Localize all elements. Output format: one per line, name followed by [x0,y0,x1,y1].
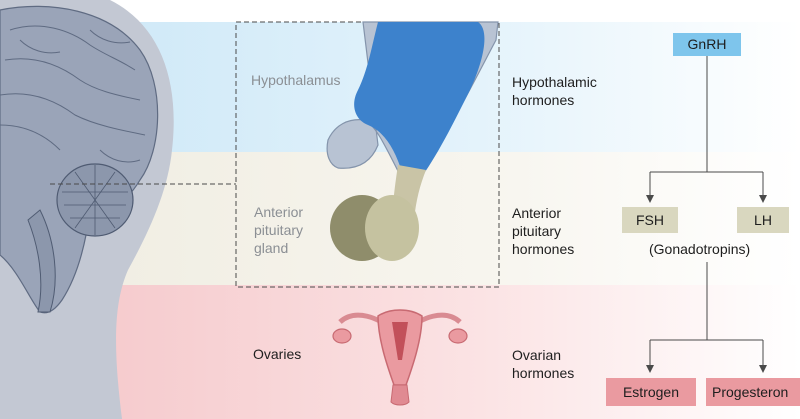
hypothalamus-region-icon [354,22,485,172]
fsh-box: FSH [622,207,678,233]
brain-folds-icon [0,25,146,163]
ovarian-hormones-label: Ovarian hormones [512,347,575,381]
posterior-pituitary-icon [365,195,419,261]
hypothalamus-label: Hypothalamus [251,72,341,88]
pituitary-hormones-label: Anterior pituitary hormones [512,205,575,257]
gnrh-box: GnRH [673,33,741,56]
lh-box: LH [737,207,789,233]
flow-arrowheads [646,195,767,373]
hypothalamic-hormones-label: Hypothalamic hormones [512,74,597,108]
progesterone-box: Progesteron [706,378,800,406]
gonadotropins-label: (Gonadotropins) [649,241,751,257]
uterus-icon [332,309,468,406]
estrogen-box: Estrogen [606,378,696,406]
anterior-pituitary-label: Anterior pituitary gland [254,204,304,256]
ovaries-label: Ovaries [253,346,302,362]
flow-connectors [649,56,764,368]
brainstem-icon [27,209,56,313]
